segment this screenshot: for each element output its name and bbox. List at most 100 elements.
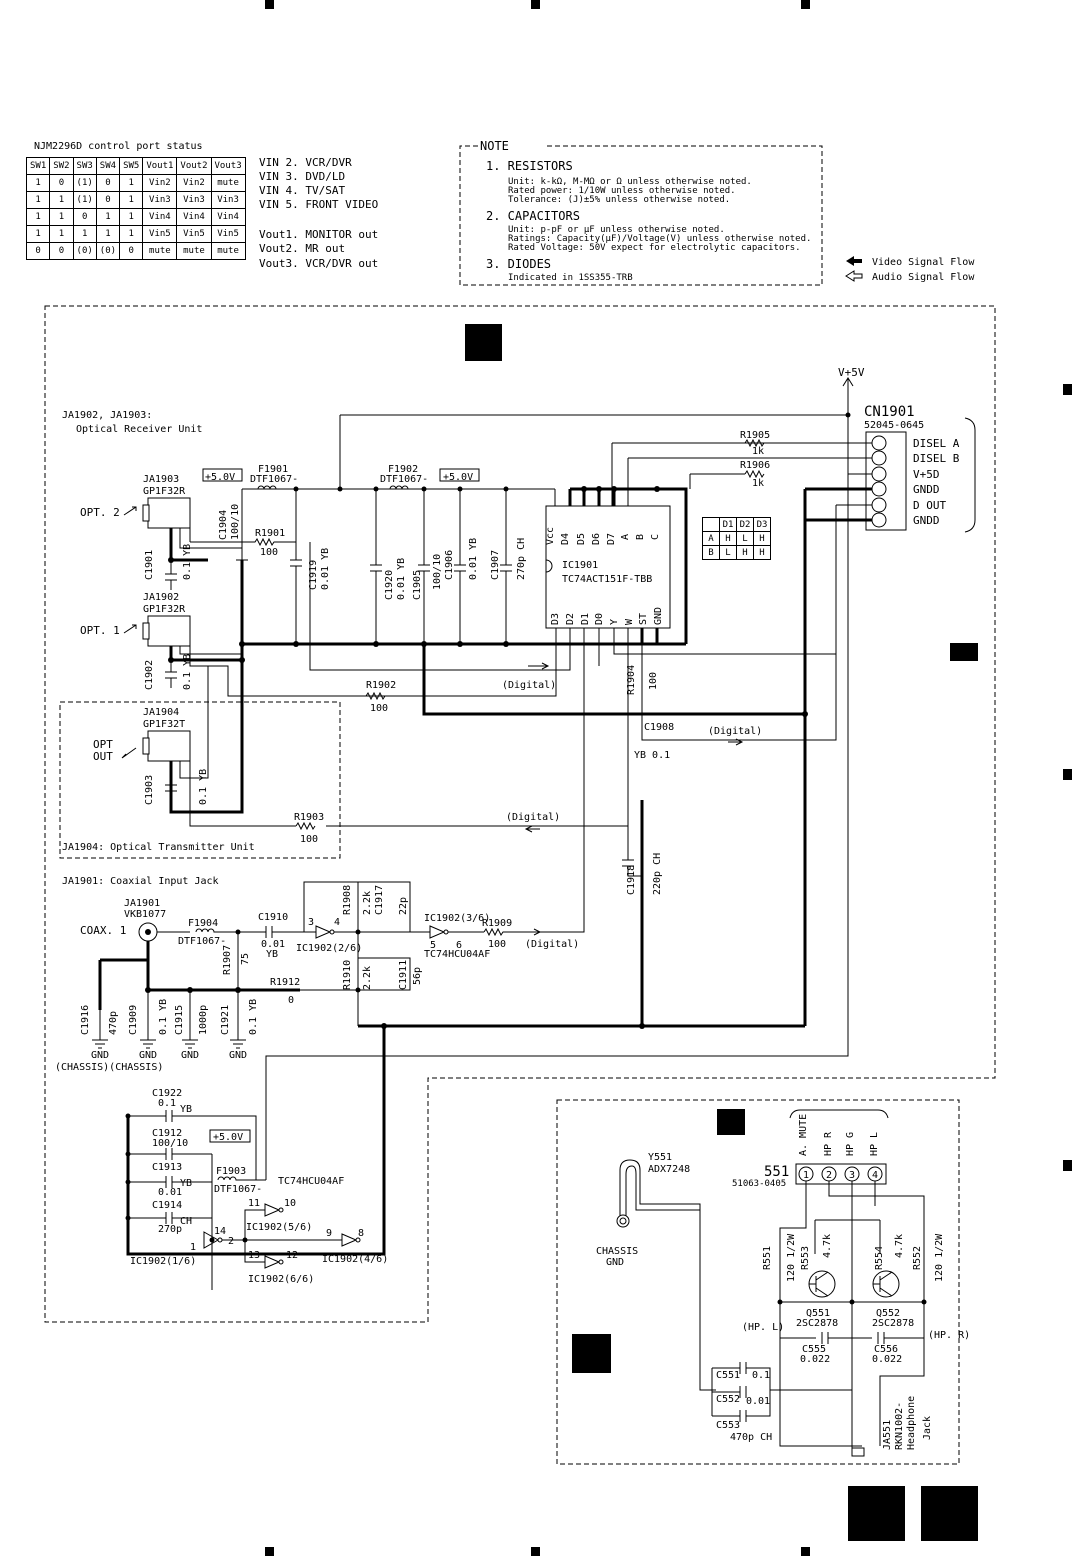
table-cell: mute <box>176 242 212 260</box>
optout-label: OPT <box>93 738 113 751</box>
ja1904-part: GP1F32T <box>143 719 185 730</box>
cn-pin-label: D OUT <box>913 499 946 512</box>
c1922-value: 0.1 <box>158 1098 176 1109</box>
ja551-part: RKN1002- <box>894 1402 905 1450</box>
table-cell: 0 <box>49 242 74 260</box>
ic-pin-label: D3 <box>550 613 561 625</box>
ja1901-part: VKB1077 <box>124 909 166 920</box>
c1906-value: 0.01 YB <box>468 538 479 580</box>
c1913-label: C1913 <box>152 1162 182 1173</box>
r1905-label: R1905 <box>740 430 770 441</box>
c1918-value: 220p CH <box>652 853 663 895</box>
plus5v-tag: +5.0V <box>205 472 235 483</box>
vout-item: Vout3. VCR/DVR out <box>259 257 378 270</box>
c1905-value: 100/10 <box>432 554 443 590</box>
ic-pin-label: GND <box>653 607 664 625</box>
vin-item: VIN 4. TV/SAT <box>259 184 345 197</box>
r1912-value: 0 <box>288 995 294 1006</box>
c1920-value: 0.01 YB <box>396 558 407 600</box>
c552-value: 0.01 <box>746 1396 770 1407</box>
ic1902-66-label: IC1902(6/6) <box>248 1274 314 1285</box>
ic1901-label: IC1901 <box>562 560 598 571</box>
c1904-value: 100/10 <box>230 504 241 540</box>
digital-label: (Digital) <box>506 812 560 823</box>
c553-value: 470p CH <box>730 1432 772 1443</box>
f1904-part: DTF1067- <box>178 936 226 947</box>
conn551-pin-label: HP L <box>869 1132 880 1156</box>
r1907-label: R1907 <box>222 945 233 975</box>
note-capacitors-title: 2. CAPACITORS <box>486 209 580 223</box>
q551-label: Q551 <box>806 1308 830 1319</box>
control-port-title: NJM2296D control port status <box>34 141 203 152</box>
ic-pin-label: D4 <box>560 533 571 545</box>
table-cell: H <box>736 545 754 560</box>
note-line: Unit: k-kΩ, M-MΩ or Ω unless otherwise n… <box>508 177 752 187</box>
pin-label: 11 <box>248 1198 260 1209</box>
table-cell: (0) <box>95 242 121 260</box>
c1917-value: 22p <box>398 897 409 915</box>
c1912-label: C1912 <box>152 1128 182 1139</box>
r551-label: R551 <box>762 1246 773 1270</box>
c1914-value: 270p <box>158 1224 182 1235</box>
vin-item: VIN 2. VCR/DVR <box>259 156 352 169</box>
pin-label: 4 <box>334 917 340 928</box>
y551-label: Y551 <box>648 1152 672 1163</box>
note-resistors-title: 1. RESISTORS <box>486 159 573 173</box>
c1908-label: C1908 <box>644 722 674 733</box>
gnd-label: GND <box>91 1050 109 1061</box>
q552-part: 2SC2878 <box>872 1318 914 1329</box>
ic-pin-label: D0 <box>594 613 605 625</box>
cn1901-part: 52045-0645 <box>864 420 924 431</box>
coax1-label: COAX. 1 <box>80 924 126 937</box>
f1901-label: F1901 <box>258 464 288 475</box>
ic-pin-label: D7 <box>606 533 617 545</box>
pin-label: 10 <box>284 1198 296 1209</box>
ic1901-part: TC74ACT151F-TBB <box>562 574 652 585</box>
signal-legend: Video Signal Flow Audio Signal Flow <box>845 256 975 283</box>
c1917-label: C1917 <box>374 885 385 915</box>
note-line: Unit: p-pF or μF unless otherwise noted. <box>508 225 725 235</box>
cn-pin-label: GNDD <box>913 514 940 527</box>
c1918-label: C1918 <box>626 865 637 895</box>
chassis-gnd-label: CHASSIS <box>596 1246 638 1257</box>
registration-marks <box>265 0 1072 1556</box>
transmitter-unit-label: JA1904: Optical Transmitter Unit <box>62 842 255 853</box>
conn551-pin-label: HP G <box>845 1132 856 1156</box>
ic1902-46-label: IC1902(4/6) <box>322 1254 388 1265</box>
ja551-text: Headphone <box>906 1396 917 1450</box>
table-cell: Vin5 <box>210 225 246 243</box>
plus5v-tag: +5.0V <box>213 1132 243 1143</box>
c551-value: 0.1 <box>752 1370 770 1381</box>
c551-label: C551 <box>716 1370 740 1381</box>
c1913-type: YB <box>180 1178 192 1189</box>
table-cell: 1 <box>95 225 121 243</box>
c1916-value: 470p <box>108 1011 119 1035</box>
f1904-label: F1904 <box>188 918 218 929</box>
c1922-type: YB <box>180 1104 192 1115</box>
q551-part: 2SC2878 <box>796 1318 838 1329</box>
ja1903-part: GP1F32R <box>143 486 186 497</box>
r1904-value: 100 <box>648 672 659 690</box>
r551-value: 120 1/2W <box>786 1233 797 1282</box>
vplus-label: V+5V <box>838 366 865 379</box>
r1909-label: R1909 <box>482 918 512 929</box>
conn551-part: 51063-0405 <box>732 1179 786 1189</box>
tc74hcu-label: TC74HCU04AF <box>278 1176 344 1187</box>
ic-pin-label: ST <box>638 613 649 625</box>
ic1902-56-label: IC1902(5/6) <box>246 1222 312 1233</box>
c1914-type: CH <box>180 1216 192 1227</box>
c1902-label: C1902 <box>144 660 155 690</box>
r552-label: R552 <box>912 1246 923 1270</box>
pin-label: 6 <box>456 940 462 951</box>
note-title: NOTE <box>480 139 509 153</box>
c1920-label: C1920 <box>384 570 395 600</box>
r552-value: 120 1/2W <box>934 1233 945 1282</box>
plus5v-tag: +5.0V <box>443 472 473 483</box>
gnd-label: GND <box>181 1050 199 1061</box>
cn-pin-label: V+5D <box>913 468 940 481</box>
c1914-label: C1914 <box>152 1200 182 1211</box>
table-cell: mute <box>142 242 178 260</box>
